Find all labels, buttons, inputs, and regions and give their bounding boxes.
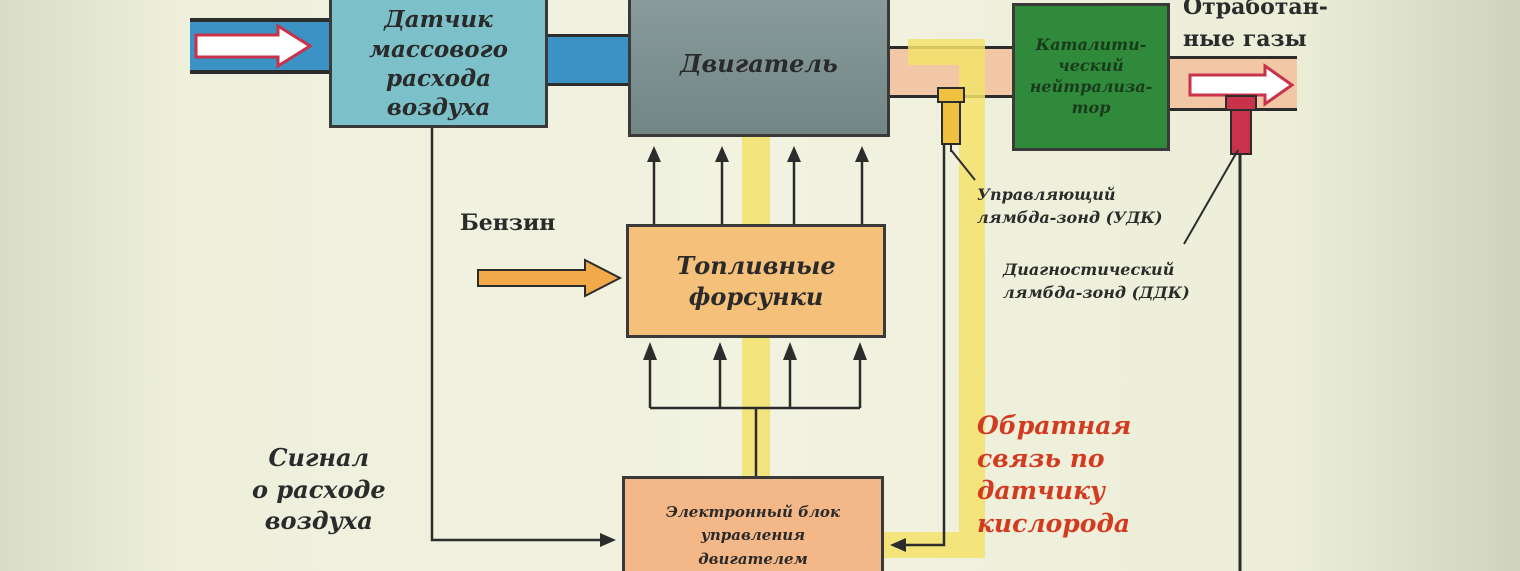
engine-block: Двигатель [628, 0, 890, 137]
mass-air-sensor-line-3: расхода [386, 65, 491, 92]
mass-air-sensor-line-4: воздуха [386, 94, 491, 122]
exhaust-gases-line-2: ные газы [1183, 25, 1307, 52]
lambda-feedback-wire [890, 144, 946, 552]
air-signal-wire [430, 128, 616, 547]
exhaust-arrow-icon [1188, 63, 1295, 107]
catalyst-line-2: ческий [1058, 56, 1124, 76]
air-signal-line-2: о расходе [252, 474, 386, 504]
control-lambda-sensor-icon [937, 87, 976, 181]
control-lambda-label: Управляющий лямбда-зонд (УДК) [977, 183, 1163, 229]
diag-lambda-label: Диагностический лямбда-зонд (ДДК) [1003, 258, 1190, 304]
ecu-line-3: двигателем [698, 549, 808, 568]
fuel-injectors-line-1: Топливные [676, 250, 836, 280]
catalyst-line-1: Каталити- [1035, 35, 1147, 55]
ecu-block: Электронный блок управления двигателем [622, 476, 884, 571]
exhaust-gases-line-1: Отработан- [1183, 0, 1328, 20]
mass-air-sensor-line-2: массового [369, 35, 508, 63]
diag-lambda-sensor-icon [1183, 95, 1257, 571]
ecu-line-2: управления [700, 526, 806, 545]
catalyst-line-3: нейтрализа- [1029, 77, 1153, 96]
oxygen-feedback-label: Обратная связь по датчику кислорода [977, 410, 1131, 540]
diag-lambda-line-1: Диагностический [1003, 260, 1175, 279]
intake-arrow-icon [194, 23, 313, 69]
oxygen-feedback-line-4: кислорода [977, 508, 1131, 538]
injector-engine-arrows [647, 146, 869, 224]
air-signal-line-3: воздуха [264, 506, 373, 536]
catalyst-block: Каталити- ческий нейтрализа- тор [1012, 3, 1170, 151]
oxygen-feedback-line-1: Обратная [977, 411, 1132, 440]
control-lambda-line-2: лямбда-зонд (УДК) [977, 208, 1163, 228]
air-signal-line-1: Сигнал [268, 443, 370, 472]
mass-air-sensor-line-1: Датчик [384, 6, 493, 34]
fuel-injectors-line-2: форсунки [688, 282, 824, 311]
gasoline-arrow-icon [477, 258, 623, 298]
oxygen-feedback-line-2: связь по [977, 443, 1105, 473]
fuel-injectors-block: Топливные форсунки [626, 224, 886, 338]
gasoline-label: Бензин [460, 210, 556, 236]
diag-lambda-line-2: лямбда-зонд (ДДК) [1003, 283, 1190, 303]
ecu-injector-arrows [643, 342, 867, 476]
ecu-line-1: Электронный блок [665, 503, 841, 521]
engine-label: Двигатель [680, 49, 838, 78]
oxygen-feedback-line-3: датчику [977, 476, 1105, 505]
control-lambda-line-1: Управляющий [977, 185, 1116, 204]
exhaust-gases-label: Отработан- ные газы [1183, 0, 1328, 56]
catalyst-line-4: тор [1071, 97, 1111, 117]
mass-air-sensor-block: Датчик массового расхода воздуха [329, 0, 548, 128]
air-signal-label: Сигнал о расходе воздуха [252, 442, 386, 537]
